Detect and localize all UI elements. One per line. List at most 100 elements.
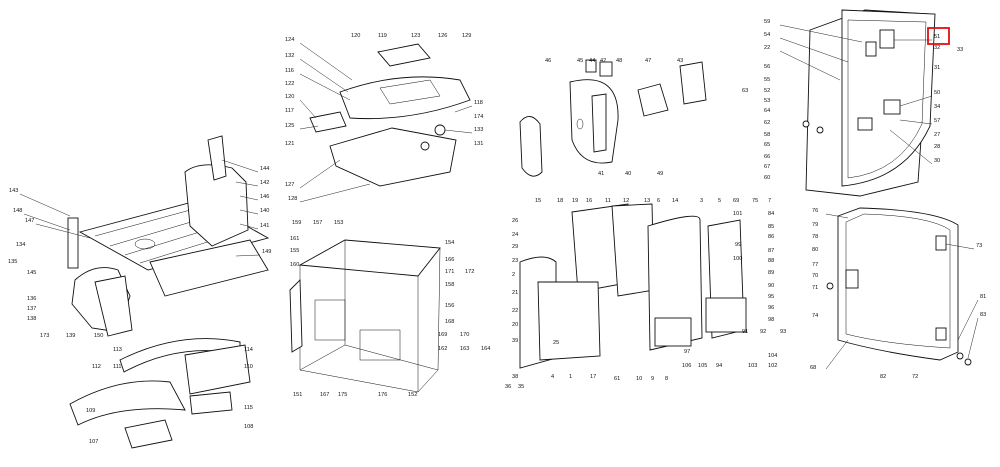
callout-54: 54 bbox=[764, 32, 770, 38]
callout-115: 115 bbox=[244, 405, 253, 411]
rear-window-assembly bbox=[802, 9, 936, 197]
callout-45: 45 bbox=[577, 58, 583, 64]
callout-88: 88 bbox=[768, 258, 774, 264]
callout-63: 63 bbox=[742, 88, 748, 94]
callout-168: 168 bbox=[445, 319, 454, 325]
callout-19: 19 bbox=[572, 198, 578, 204]
callout-78: 78 bbox=[812, 234, 818, 240]
callout-158: 158 bbox=[445, 282, 454, 288]
callout-12: 12 bbox=[623, 198, 629, 204]
callout-124: 124 bbox=[285, 37, 294, 43]
callout-84: 84 bbox=[768, 211, 774, 217]
callout-38: 38 bbox=[512, 374, 518, 380]
callout-103: 103 bbox=[748, 363, 757, 369]
callout-10: 10 bbox=[636, 376, 642, 382]
callout-112: 112 bbox=[92, 364, 101, 370]
callout-138: 138 bbox=[27, 316, 36, 322]
callout-166: 166 bbox=[445, 257, 454, 263]
callout-119: 119 bbox=[378, 33, 387, 39]
callout-164: 164 bbox=[481, 346, 490, 352]
callout-142: 142 bbox=[260, 180, 269, 186]
callout-120-top: 120 bbox=[351, 33, 360, 39]
callout-40: 40 bbox=[625, 171, 631, 177]
callout-143: 143 bbox=[9, 188, 18, 194]
fender-assembly bbox=[69, 338, 251, 449]
callout-154: 154 bbox=[445, 240, 454, 246]
doors-glass-assembly bbox=[519, 203, 747, 369]
callout-90: 90 bbox=[768, 283, 774, 289]
callout-77: 77 bbox=[812, 262, 818, 268]
callout-83: 83 bbox=[980, 312, 986, 318]
callout-51: 51 bbox=[934, 34, 940, 40]
callout-137: 137 bbox=[27, 306, 36, 312]
callout-147: 147 bbox=[25, 218, 34, 224]
callout-46: 46 bbox=[545, 58, 551, 64]
callout-97: 97 bbox=[684, 349, 690, 355]
callout-163: 163 bbox=[460, 346, 469, 352]
callout-34: 34 bbox=[934, 104, 940, 110]
callout-170: 170 bbox=[460, 332, 469, 338]
callout-108: 108 bbox=[244, 424, 253, 430]
callout-128: 128 bbox=[288, 196, 297, 202]
callout-61: 61 bbox=[614, 376, 620, 382]
callout-74: 74 bbox=[812, 313, 818, 319]
callout-106: 106 bbox=[682, 363, 691, 369]
callout-48: 48 bbox=[616, 58, 622, 64]
callout-134: 134 bbox=[16, 242, 25, 248]
leader-lines bbox=[19, 24, 979, 370]
callout-135: 135 bbox=[8, 259, 17, 265]
callout-131: 131 bbox=[474, 141, 483, 147]
callout-57: 57 bbox=[934, 118, 940, 124]
callout-160: 160 bbox=[290, 262, 299, 268]
callout-109: 109 bbox=[86, 408, 95, 414]
callout-67: 67 bbox=[764, 164, 770, 170]
callout-85: 85 bbox=[768, 224, 774, 230]
callout-144: 144 bbox=[260, 166, 269, 172]
callout-93: 93 bbox=[780, 329, 786, 335]
callout-91: 91 bbox=[742, 329, 748, 335]
callout-49: 49 bbox=[657, 171, 663, 177]
callout-4: 4 bbox=[551, 374, 554, 380]
callout-123: 123 bbox=[411, 33, 420, 39]
callout-171: 171 bbox=[445, 269, 454, 275]
callout-132: 132 bbox=[285, 53, 294, 59]
callout-28: 28 bbox=[934, 144, 940, 150]
callout-53: 53 bbox=[764, 98, 770, 104]
floor-assembly bbox=[67, 135, 270, 337]
callout-89: 89 bbox=[768, 270, 774, 276]
callout-86: 86 bbox=[768, 234, 774, 240]
callout-5: 5 bbox=[718, 198, 721, 204]
callout-59: 59 bbox=[764, 19, 770, 25]
side-window-assembly bbox=[826, 207, 972, 366]
callout-121: 121 bbox=[285, 141, 294, 147]
callout-8: 8 bbox=[665, 376, 668, 382]
callout-101: 101 bbox=[733, 211, 742, 217]
callout-161: 161 bbox=[290, 236, 299, 242]
callout-98: 98 bbox=[768, 317, 774, 323]
callout-62: 62 bbox=[764, 120, 770, 126]
door-hardware bbox=[519, 59, 707, 177]
callout-6: 6 bbox=[657, 198, 660, 204]
callout-149: 149 bbox=[262, 249, 271, 255]
callout-122: 122 bbox=[285, 81, 294, 87]
callout-82: 82 bbox=[880, 374, 886, 380]
callout-129: 129 bbox=[462, 33, 471, 39]
callout-125: 125 bbox=[285, 123, 294, 129]
callout-174: 174 bbox=[474, 114, 483, 120]
callout-81: 81 bbox=[980, 294, 986, 300]
callout-14: 14 bbox=[672, 198, 678, 204]
callout-22: 22 bbox=[512, 308, 518, 314]
callout-60: 60 bbox=[764, 175, 770, 181]
callout-31: 31 bbox=[934, 65, 940, 71]
callout-99: 99 bbox=[735, 242, 741, 248]
callout-72: 72 bbox=[912, 374, 918, 380]
callout-95: 95 bbox=[768, 294, 774, 300]
callout-113: 113 bbox=[113, 347, 122, 353]
callout-9: 9 bbox=[651, 376, 654, 382]
callout-153: 153 bbox=[334, 220, 343, 226]
callout-116: 116 bbox=[285, 68, 294, 74]
callout-25: 25 bbox=[553, 340, 559, 346]
callout-107: 107 bbox=[89, 439, 98, 445]
callout-33: 33 bbox=[957, 47, 963, 53]
callout-148: 148 bbox=[13, 208, 22, 214]
